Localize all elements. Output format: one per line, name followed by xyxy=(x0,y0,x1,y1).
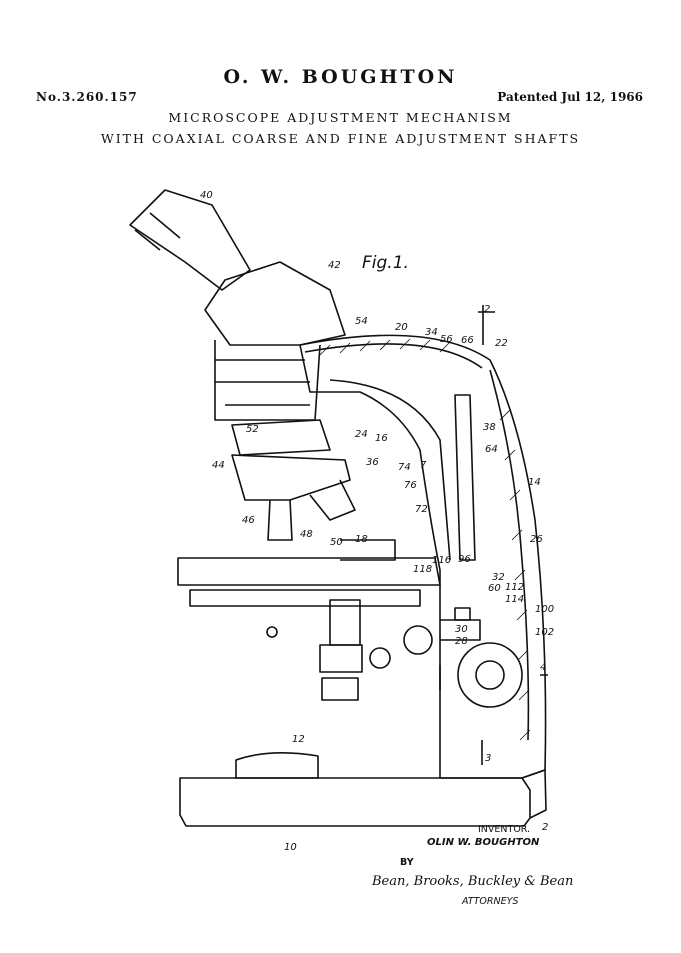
svg-text:36: 36 xyxy=(366,457,379,468)
svg-text:46: 46 xyxy=(242,515,255,526)
svg-text:3: 3 xyxy=(485,753,491,764)
eyepiece xyxy=(129,189,251,291)
svg-text:12: 12 xyxy=(292,734,305,745)
head xyxy=(204,261,346,346)
patent-number: No.3.260.157 xyxy=(36,90,138,104)
svg-text:50: 50 xyxy=(330,537,343,548)
svg-text:26: 26 xyxy=(530,534,543,545)
svg-text:52: 52 xyxy=(246,424,259,435)
svg-text:30: 30 xyxy=(455,624,468,635)
svg-text:114: 114 xyxy=(505,594,524,605)
base-outline xyxy=(179,777,531,827)
fine-focus-knob xyxy=(321,677,359,701)
gear-section xyxy=(457,642,523,708)
inventor-heading: O. W. BOUGHTON xyxy=(223,66,458,88)
svg-text:18: 18 xyxy=(355,534,368,545)
svg-text:20: 20 xyxy=(395,322,408,333)
by-label: BY xyxy=(400,857,414,868)
svg-text:42: 42 xyxy=(328,260,341,271)
svg-text:66: 66 xyxy=(461,335,474,346)
svg-text:24: 24 xyxy=(355,429,368,440)
svg-text:60: 60 xyxy=(488,583,501,594)
svg-text:4: 4 xyxy=(540,662,546,673)
section-mark: 2 xyxy=(542,822,549,833)
patent-date: Patented Jul 12, 1966 xyxy=(497,90,643,104)
attorney-signature: Bean, Brooks, Buckley & Bean xyxy=(372,874,574,889)
title-line-1: MICROSCOPE ADJUSTMENT MECHANISM xyxy=(168,110,513,125)
svg-text:64: 64 xyxy=(485,444,498,455)
svg-text:118: 118 xyxy=(413,564,432,575)
coarse-focus-knob xyxy=(319,644,363,673)
svg-text:76: 76 xyxy=(404,480,417,491)
stage xyxy=(177,557,441,586)
svg-text:74: 74 xyxy=(398,462,411,473)
svg-text:44: 44 xyxy=(212,460,225,471)
svg-text:116: 116 xyxy=(432,555,451,566)
svg-text:56: 56 xyxy=(440,334,453,345)
svg-text:100: 100 xyxy=(535,604,554,615)
inventor-label: INVENTOR. xyxy=(478,824,531,835)
svg-text:22: 22 xyxy=(495,338,508,349)
svg-text:38: 38 xyxy=(483,422,496,433)
svg-text:28: 28 xyxy=(455,636,468,647)
svg-text:10: 10 xyxy=(284,842,297,853)
svg-text:32: 32 xyxy=(492,572,505,583)
arm-outline xyxy=(299,334,547,779)
svg-text:112: 112 xyxy=(505,582,524,593)
inventor-name: OLIN W. BOUGHTON xyxy=(427,837,540,848)
svg-text:40: 40 xyxy=(200,190,213,201)
svg-text:96: 96 xyxy=(458,554,471,565)
attorneys-label: ATTORNEYS xyxy=(462,896,519,907)
svg-text:102: 102 xyxy=(535,627,554,638)
svg-text:2: 2 xyxy=(484,304,490,315)
svg-text:54: 54 xyxy=(355,316,368,327)
svg-text:48: 48 xyxy=(300,529,313,540)
title-line-2: WITH COAXIAL COARSE AND FINE ADJUSTMENT … xyxy=(100,131,581,146)
svg-text:7: 7 xyxy=(420,460,427,471)
svg-text:16: 16 xyxy=(375,433,388,444)
figure-label: Fig.1. xyxy=(362,253,409,273)
svg-text:72: 72 xyxy=(415,504,428,515)
svg-text:34: 34 xyxy=(425,327,438,338)
svg-text:14: 14 xyxy=(528,477,541,488)
